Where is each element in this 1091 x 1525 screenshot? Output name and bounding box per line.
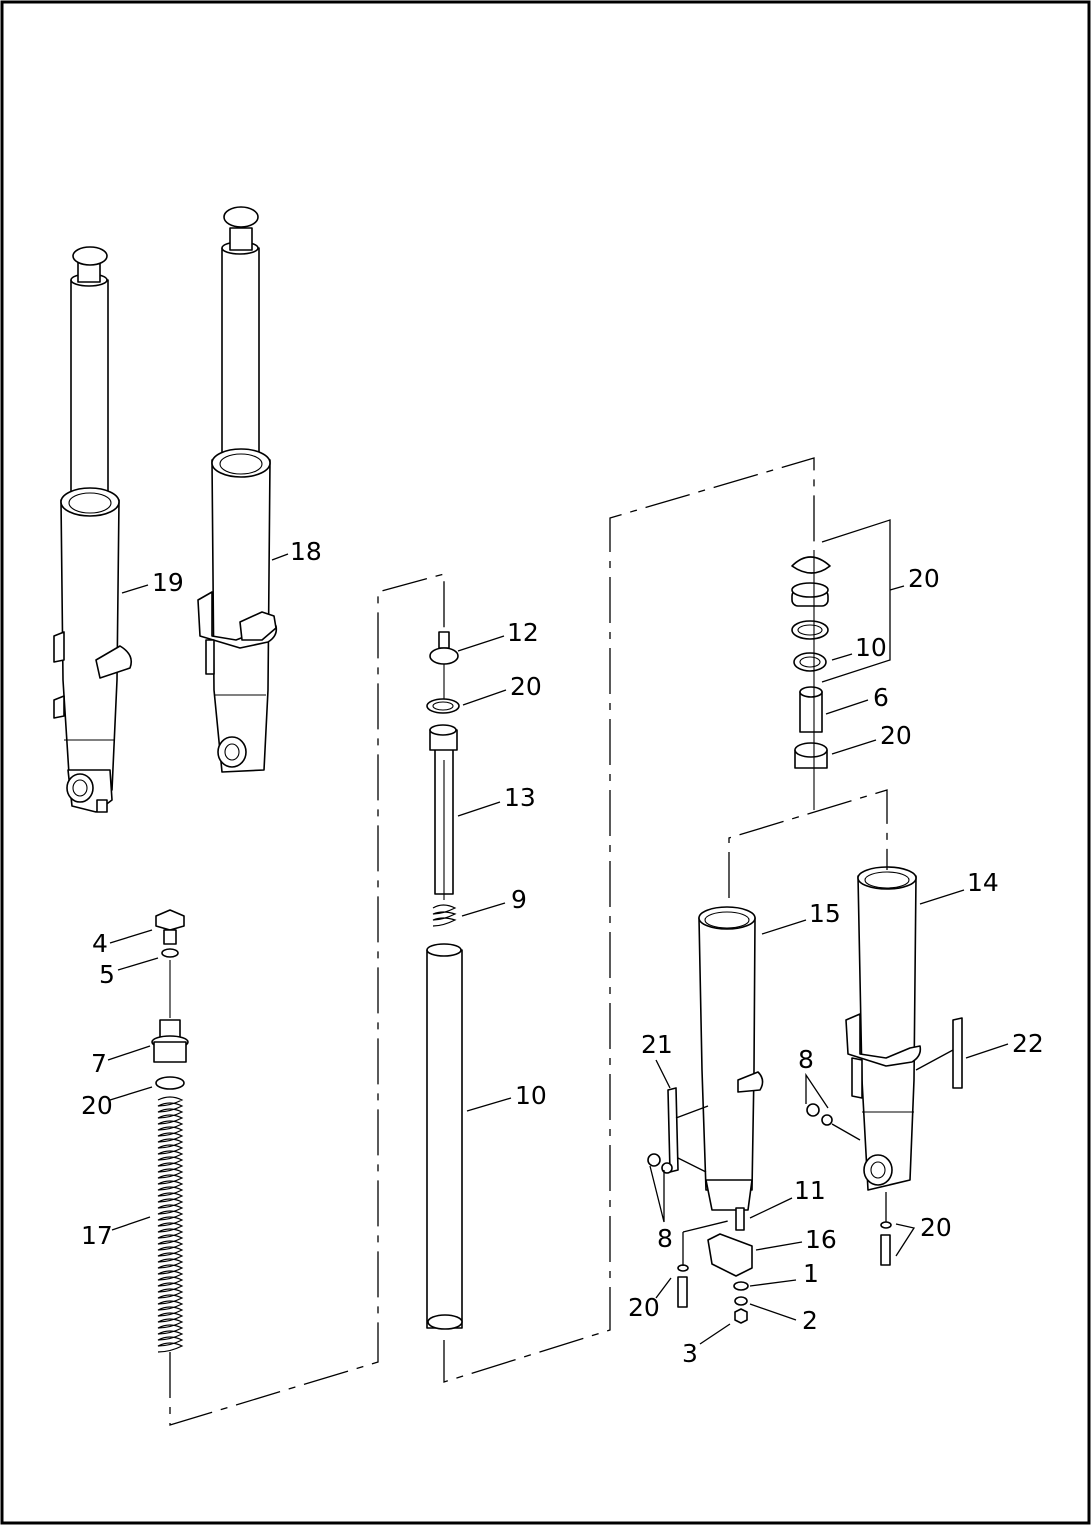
callout-8: 8 (657, 1224, 673, 1253)
callout-2: 2 (802, 1306, 818, 1335)
callout-15: 15 (809, 899, 841, 928)
callout-19: 19 (152, 568, 184, 597)
callout-7: 7 (91, 1049, 107, 1078)
callout-20: 20 (628, 1293, 660, 1322)
callout-labels: 19 18 12 20 13 9 10 4 5 7 20 17 20 10 6 … (81, 537, 1044, 1368)
small-hardware (647, 1017, 963, 1324)
callout-9: 9 (511, 885, 527, 914)
callout-20: 20 (920, 1213, 952, 1242)
callout-6: 6 (873, 683, 889, 712)
callout-1: 1 (803, 1259, 819, 1288)
slider-15 (698, 906, 764, 1231)
fork-assembly-19 (53, 246, 133, 813)
callout-10: 10 (855, 633, 887, 662)
callout-13: 13 (504, 783, 536, 812)
damper-rod-kit (426, 631, 463, 1330)
slider-14 (845, 866, 922, 1191)
callout-20: 20 (510, 672, 542, 701)
callout-20: 20 (908, 564, 940, 593)
callout-21: 21 (641, 1030, 673, 1059)
fork-assembly-18 (197, 206, 278, 773)
callout-10: 10 (515, 1081, 547, 1110)
callout-5: 5 (99, 960, 115, 989)
callout-17: 17 (81, 1221, 113, 1250)
callout-14: 14 (967, 868, 999, 897)
callout-18: 18 (290, 537, 322, 566)
callout-20: 20 (880, 721, 912, 750)
spring-assembly (151, 909, 189, 1353)
phantom-lines (169, 457, 954, 1426)
leader-lines (107, 519, 1009, 1345)
callout-22: 22 (1012, 1029, 1044, 1058)
callout-12: 12 (507, 618, 539, 647)
callout-11: 11 (794, 1176, 826, 1205)
callout-16: 16 (805, 1225, 837, 1254)
callout-20: 20 (81, 1091, 113, 1120)
callout-4: 4 (92, 929, 108, 958)
seal-stack (791, 556, 831, 769)
callout-8: 8 (798, 1045, 814, 1074)
callout-3: 3 (682, 1339, 698, 1368)
